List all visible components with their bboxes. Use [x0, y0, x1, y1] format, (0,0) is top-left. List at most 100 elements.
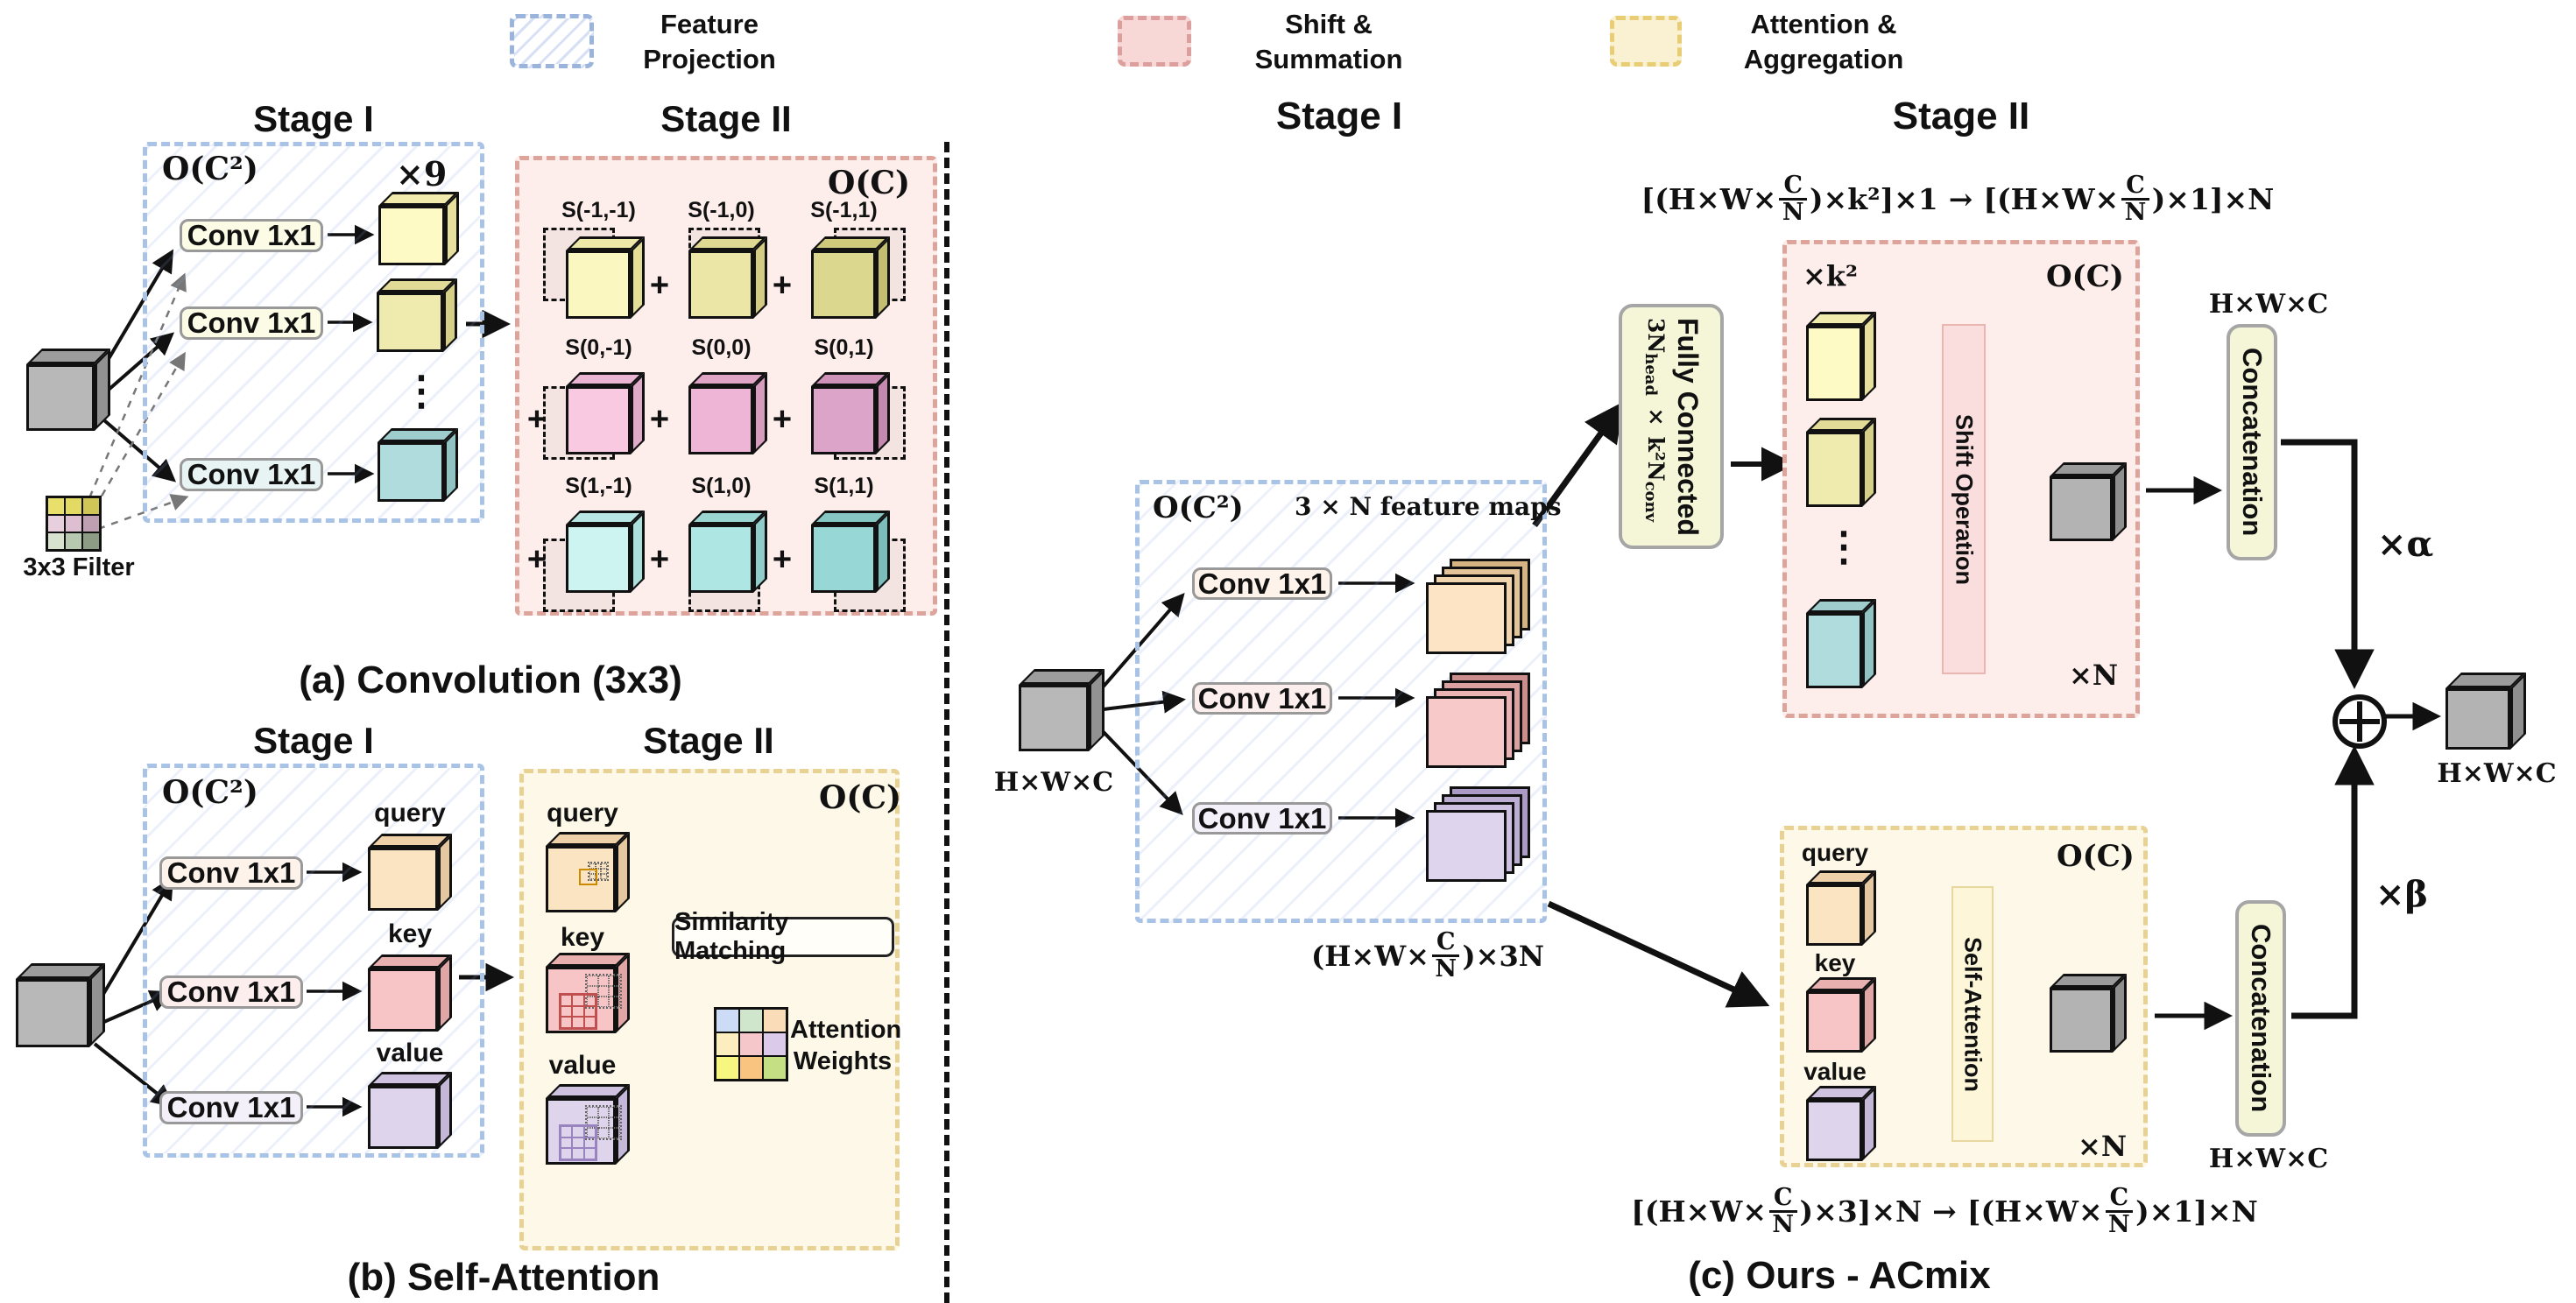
- shift-label: S(-1,-1): [561, 198, 636, 222]
- panel-c-conv3-label: Conv 1x1: [1197, 801, 1327, 835]
- concatenation-top-box: Concatenation: [2227, 324, 2277, 560]
- panel-a-conv3: Conv 1x1: [180, 458, 323, 491]
- panel-c-input-cube: [1019, 669, 1105, 751]
- panel-b-conv1-label: Conv 1x1: [166, 856, 296, 889]
- panel-a-cube-yellow2: [377, 278, 457, 352]
- attn-value-cube: [1806, 1086, 1876, 1161]
- beta-weight: ×β: [2375, 874, 2429, 915]
- panel-c-stage1-title: Stage I: [1275, 95, 1403, 137]
- panel-b-key-label: key: [387, 919, 433, 948]
- fc-sub: conv: [1641, 481, 1660, 522]
- panel-b-complexity-stage1: O(C²): [162, 774, 258, 811]
- concatenation-top-label: Concatenation: [2237, 348, 2268, 537]
- attn-value-label: value: [1803, 1058, 1867, 1085]
- key-window-icon: [559, 993, 597, 1030]
- arrow-glyph: →: [1932, 1194, 1957, 1229]
- fc-sub: head: [1641, 352, 1660, 396]
- shift-label: S(0,0): [691, 335, 752, 360]
- shift-branch-complexity: O(C): [2046, 259, 2124, 294]
- panel-a-cube-yellow1: [378, 192, 459, 265]
- attention-weights-grid: [714, 1007, 788, 1081]
- frac-num: C: [2105, 1185, 2134, 1214]
- plus-sign: +: [526, 401, 547, 438]
- formula-part: [(H×W×: [1631, 1194, 1768, 1229]
- panel-b-conv2: Conv 1x1: [159, 975, 303, 1009]
- formula-part: )×k²]×1: [1809, 182, 1938, 217]
- attention-branch-repeat: ×N: [2078, 1130, 2128, 1163]
- plus-sign: +: [649, 267, 670, 304]
- shift-operation-bar: Shift Operation: [1942, 324, 1986, 674]
- plus-sign: +: [772, 401, 793, 438]
- concatenation-bottom-box: Concatenation: [2235, 900, 2286, 1137]
- panel-c-conv1-label: Conv 1x1: [1197, 567, 1327, 600]
- panel-a-stage2-title: Stage II: [660, 98, 792, 139]
- shift-label: S(1,1): [814, 474, 874, 498]
- query-pixel-icon: [579, 869, 597, 885]
- panel-b-caption: (b) Self-Attention: [347, 1256, 660, 1299]
- concat-top-dim: H×W×C: [2208, 289, 2329, 320]
- panel-a-ellipsis: ⋮: [401, 368, 441, 413]
- frac-den: N: [2108, 1211, 2130, 1239]
- panel-a-input-cube: [26, 349, 110, 431]
- panel-c-conv1: Conv 1x1: [1192, 567, 1332, 600]
- shift-cube: [811, 372, 890, 454]
- similarity-matching-label: Similarity Matching: [674, 908, 789, 965]
- panel-b-conv3-label: Conv 1x1: [166, 1091, 296, 1123]
- shift-operation-label: Shift Operation: [1951, 413, 1978, 585]
- formula-part: [(H×W×: [1966, 1194, 2103, 1229]
- panel-b-query-cube: [368, 834, 452, 911]
- plus-sign: +: [526, 541, 547, 578]
- panel-b2-value-cube: [546, 1084, 630, 1165]
- attn-key-cube: [1806, 977, 1876, 1053]
- shift-branch-ellipsis: ⋮: [1824, 524, 1864, 569]
- plus-sign: +: [772, 267, 793, 304]
- panel-c-complexity-stage1: O(C²): [1153, 490, 1244, 525]
- formula-part: [(H×W×: [1983, 182, 2120, 217]
- panel-a-filter-label: 3x3 Filter: [23, 553, 135, 581]
- panel-b2-value-label: value: [548, 1051, 617, 1080]
- frac-den: N: [1435, 955, 1457, 983]
- panel-c-conv3: Conv 1x1: [1192, 802, 1332, 835]
- fully-connected-box: Fully Connected 3Nhead × k²Nconv: [1619, 304, 1724, 549]
- shift-label: S(1,-1): [565, 474, 632, 498]
- panel-b2-key-label: key: [560, 923, 605, 952]
- panel-c-output-cube: [2445, 673, 2526, 750]
- panel-a-multiplier: ×9: [396, 154, 448, 194]
- panel-b-conv1: Conv 1x1: [159, 856, 303, 890]
- fc-sub: 3N: [1643, 317, 1669, 353]
- panel-a-conv2: Conv 1x1: [180, 306, 323, 340]
- self-attention-bar: Self-Attention: [1951, 886, 1994, 1142]
- panel-b-stage2-title: Stage II: [643, 720, 774, 761]
- shift-label: S(0,1): [814, 335, 874, 360]
- panel-b2-key-cube: [546, 953, 630, 1033]
- frac-num: C: [2121, 173, 2149, 201]
- shift-input-cube-1: [1806, 312, 1876, 401]
- frac-den: N: [2124, 199, 2147, 227]
- legend-feature-projection-label: Feature Projection: [643, 9, 776, 75]
- frac-num: C: [1779, 173, 1807, 201]
- dim-pre: (H×W×: [1311, 939, 1429, 973]
- panel-b-key-cube: [368, 954, 452, 1032]
- plus-sign: +: [649, 401, 670, 438]
- panel-c-conv2: Conv 1x1: [1192, 682, 1332, 715]
- panel-b-stage1-title: Stage I: [253, 720, 374, 761]
- value-window-ghost-icon: [585, 1105, 622, 1140]
- panel-a-cube-teal: [378, 428, 458, 502]
- attn-query-label: query: [1801, 839, 1869, 866]
- similarity-matching-box: Similarity Matching: [672, 908, 894, 965]
- shift-label: S(1,0): [691, 474, 752, 498]
- legend-shift-summation-label: Shift & Summation: [1254, 9, 1403, 75]
- formula-part: )×3]×N: [1799, 1194, 1923, 1229]
- formula-part: [(H×W×: [1641, 182, 1777, 217]
- query-pixel-ghost-icon: [588, 862, 609, 881]
- formula-part: )×1]×N: [2151, 182, 2275, 217]
- legend-feature-projection-swatch: [510, 14, 594, 68]
- frac-den: N: [1772, 1211, 1795, 1239]
- panel-c-input-dim: H×W×C: [993, 767, 1114, 798]
- panel-a-stage1-title: Stage I: [253, 98, 374, 139]
- dim-post: )×3N: [1462, 939, 1544, 973]
- panel-b-value-label: value: [376, 1039, 444, 1067]
- shift-label: S(-1,1): [810, 198, 878, 222]
